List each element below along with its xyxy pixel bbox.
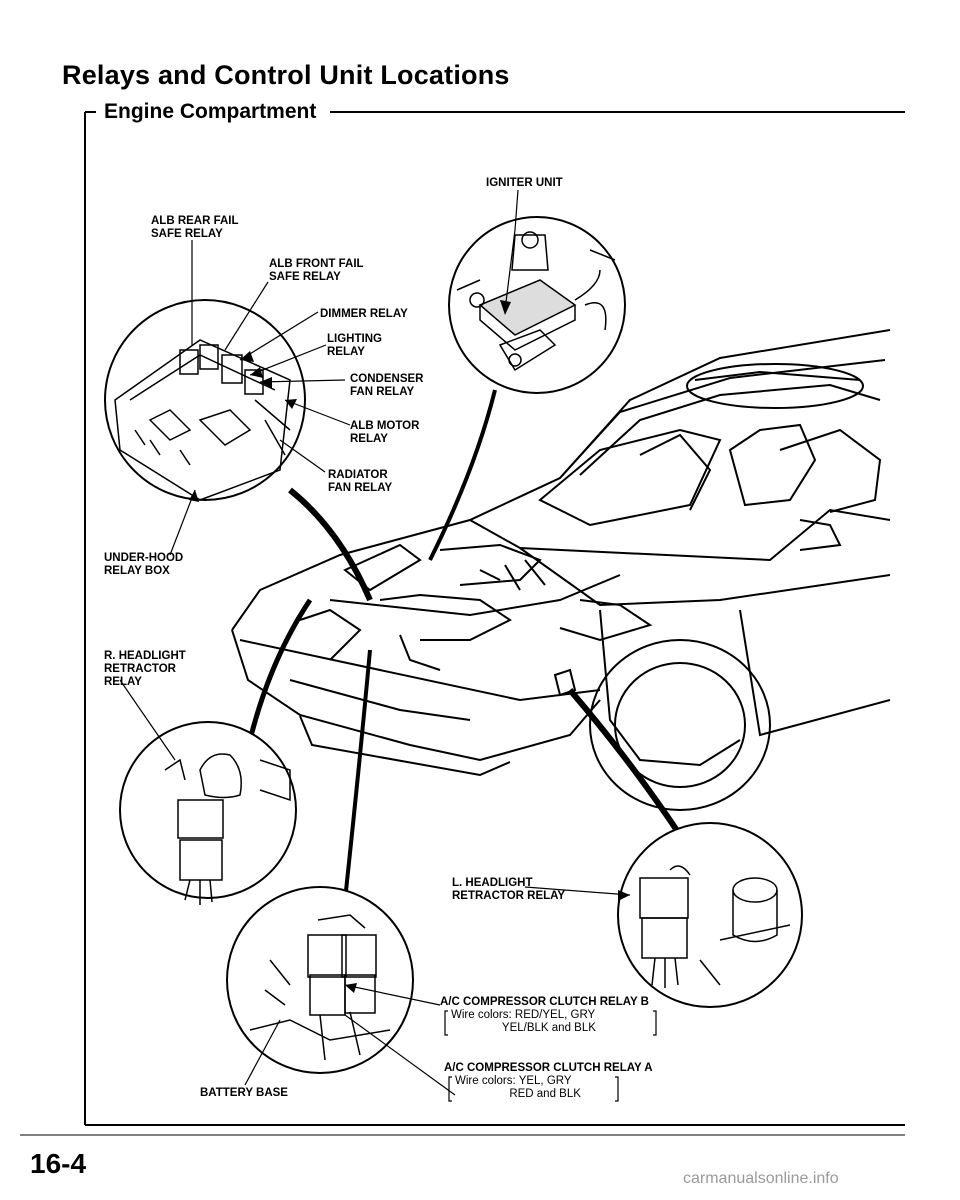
dimmer-relay-label: DIMMER RELAY	[320, 308, 408, 320]
callout-pointers	[247, 389, 683, 901]
radiator-fan-relay-label: RADIATOR FAN RELAY	[328, 469, 393, 494]
page-title: Relays and Control Unit Locations	[62, 60, 510, 90]
r-headlight-retractor-relay-label: R. HEADLIGHT RETRACTOR RELAY	[104, 650, 186, 688]
condenser-fan-relay-label: CONDENSER FAN RELAY	[350, 373, 424, 398]
ac-clutch-relay-b-label: A/C COMPRESSOR CLUTCH RELAY B	[440, 996, 649, 1008]
leader-lines	[119, 189, 631, 1096]
ac-clutch-relay-a-label: A/C COMPRESSOR CLUTCH RELAY A	[444, 1062, 653, 1074]
under-hood-relay-box-icon	[114, 339, 291, 501]
ac-clutch-relays-icon	[249, 914, 391, 1061]
frame-lines	[20, 111, 905, 1136]
lighting-relay-label: LIGHTING RELAY	[327, 333, 382, 358]
l-headlight-relay-icon	[639, 865, 791, 988]
ac-clutch-relay-a-wire-colors: Wire colors: YEL, GRY RED and BLK	[455, 1075, 581, 1100]
alb-motor-relay-label: ALB MOTOR RELAY	[350, 420, 420, 445]
inset-circles	[104, 216, 803, 1074]
page-number: 16-4	[30, 1148, 87, 1179]
under-hood-relay-box-label: UNDER-HOOD RELAY BOX	[104, 552, 184, 577]
alb-rear-fail-safe-relay-label: ALB REAR FAIL SAFE RELAY	[151, 215, 239, 240]
watermark: carmanualsonline.info	[683, 1170, 839, 1187]
ac-clutch-relay-b-wire-colors: Wire colors: RED/YEL, GRY YEL/BLK and BL…	[451, 1009, 596, 1034]
arrow-heads	[189, 300, 630, 993]
igniter-unit-icon	[456, 231, 616, 372]
section-heading: Engine Compartment	[96, 100, 325, 124]
l-headlight-retractor-relay-label: L. HEADLIGHT RETRACTOR RELAY	[452, 877, 566, 902]
r-headlight-relay-icon	[164, 753, 291, 905]
igniter-unit-label: IGNITER UNIT	[486, 177, 563, 189]
alb-front-fail-safe-relay-label: ALB FRONT FAIL SAFE RELAY	[269, 258, 364, 283]
car-illustration	[231, 329, 891, 811]
battery-base-label: BATTERY BASE	[200, 1087, 288, 1099]
